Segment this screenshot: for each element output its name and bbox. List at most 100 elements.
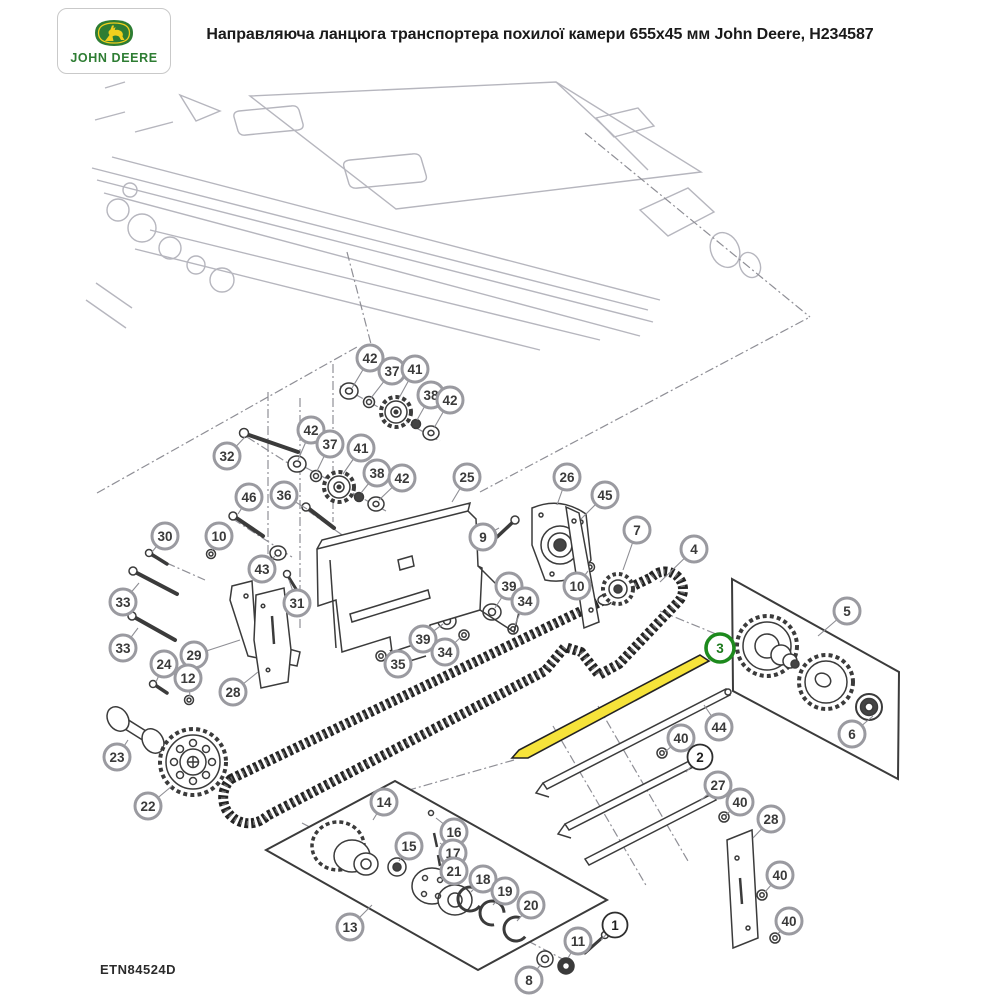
callout-23: 23	[102, 739, 132, 772]
callout-33: 33	[108, 627, 139, 663]
svg-text:10: 10	[569, 579, 584, 594]
callout-11: 11	[563, 926, 593, 959]
callout-31: 31	[282, 579, 312, 618]
svg-text:28: 28	[225, 685, 241, 700]
svg-text:10: 10	[211, 529, 226, 544]
callout-22: 22	[133, 785, 173, 821]
john-deere-logo: JOHN DEERE	[57, 8, 171, 74]
pulley-stack-lower	[287, 455, 385, 512]
callout-28: 28	[218, 671, 259, 707]
tensioner-arm	[565, 505, 635, 630]
svg-text:4: 4	[690, 542, 698, 557]
svg-text:34: 34	[517, 594, 533, 609]
drawing-code: ETN84524D	[100, 962, 177, 977]
part-3-chain-guide-highlight	[510, 654, 711, 759]
callout-29: 29	[179, 639, 241, 670]
svg-text:42: 42	[303, 423, 318, 438]
sprocket-box	[730, 577, 901, 781]
pulley-stack-upper	[339, 382, 440, 441]
callout-37: 37	[315, 429, 345, 472]
deer-icon	[95, 20, 133, 47]
callout-34: 34	[430, 636, 462, 667]
page-title: Направляюча ланцюга транспортера похилої…	[206, 26, 874, 43]
callout-36: 36	[269, 480, 308, 510]
callout-13: 13	[335, 904, 373, 942]
svg-text:40: 40	[772, 868, 787, 883]
roller-and-sprocket	[106, 706, 228, 797]
svg-text:7: 7	[633, 523, 641, 538]
svg-text:14: 14	[376, 795, 392, 810]
callout-18: 18	[468, 864, 498, 894]
svg-text:46: 46	[241, 490, 257, 505]
callout-20: 20	[516, 890, 546, 922]
svg-text:39: 39	[501, 579, 516, 594]
svg-text:28: 28	[763, 812, 779, 827]
svg-text:15: 15	[401, 839, 417, 854]
callout-10: 10	[562, 570, 592, 601]
svg-text:33: 33	[115, 595, 131, 610]
svg-text:41: 41	[407, 362, 423, 377]
svg-text:40: 40	[732, 795, 747, 810]
svg-text:20: 20	[523, 898, 538, 913]
callout-42: 42	[296, 415, 326, 461]
svg-text:44: 44	[711, 720, 727, 735]
svg-text:3: 3	[716, 641, 724, 656]
svg-text:16: 16	[446, 825, 462, 840]
callout-44: 44	[703, 704, 734, 742]
callout-19: 19	[490, 876, 520, 906]
callout-40: 40	[664, 723, 696, 753]
callout-42: 42	[351, 343, 385, 389]
callout-9: 9	[468, 522, 500, 552]
callout-43: 43	[247, 554, 277, 584]
callout-34: 34	[510, 586, 540, 626]
machine-sketch	[85, 81, 762, 351]
callout-2: 2	[685, 743, 714, 773]
svg-text:9: 9	[479, 530, 487, 545]
mount-frame	[316, 501, 521, 665]
callout-42: 42	[378, 463, 417, 501]
callout-25: 25	[451, 462, 482, 503]
left-brackets	[229, 580, 301, 689]
svg-text:42: 42	[362, 351, 377, 366]
svg-text:22: 22	[140, 799, 155, 814]
callout-28: 28	[752, 804, 786, 839]
svg-text:2: 2	[696, 750, 704, 765]
svg-text:19: 19	[497, 884, 512, 899]
svg-text:39: 39	[415, 632, 430, 647]
svg-text:31: 31	[289, 596, 305, 611]
callout-40: 40	[774, 906, 804, 936]
callout-8: 8	[514, 963, 544, 995]
svg-text:33: 33	[115, 641, 131, 656]
svg-text:11: 11	[571, 934, 586, 949]
fasteners	[183, 545, 781, 975]
svg-text:36: 36	[276, 488, 292, 503]
callout-32: 32	[212, 436, 246, 471]
guide-rails	[534, 688, 732, 866]
callout-30: 30	[150, 521, 180, 553]
callout-24: 24	[149, 649, 179, 683]
svg-text:41: 41	[353, 441, 369, 456]
callout-21: 21	[439, 856, 469, 886]
svg-text:25: 25	[459, 470, 475, 485]
svg-text:30: 30	[157, 529, 172, 544]
callout-26: 26	[552, 462, 582, 506]
svg-text:34: 34	[437, 645, 453, 660]
callout-35: 35	[383, 649, 413, 679]
callout-4: 4	[659, 534, 709, 583]
callout-41: 41	[342, 433, 376, 475]
svg-text:5: 5	[843, 604, 851, 619]
svg-text:27: 27	[710, 778, 725, 793]
callout-3: 3	[704, 632, 736, 664]
callout-27: 27	[699, 770, 733, 802]
svg-text:21: 21	[446, 864, 462, 879]
callout-15: 15	[394, 831, 424, 862]
svg-text:37: 37	[322, 437, 337, 452]
callout-39: 39	[408, 623, 444, 654]
svg-text:38: 38	[423, 388, 439, 403]
wear-plate-right	[726, 828, 759, 950]
svg-text:29: 29	[186, 648, 201, 663]
callout-6: 6	[837, 715, 874, 749]
logo-brand-text: JOHN DEERE	[70, 51, 158, 66]
